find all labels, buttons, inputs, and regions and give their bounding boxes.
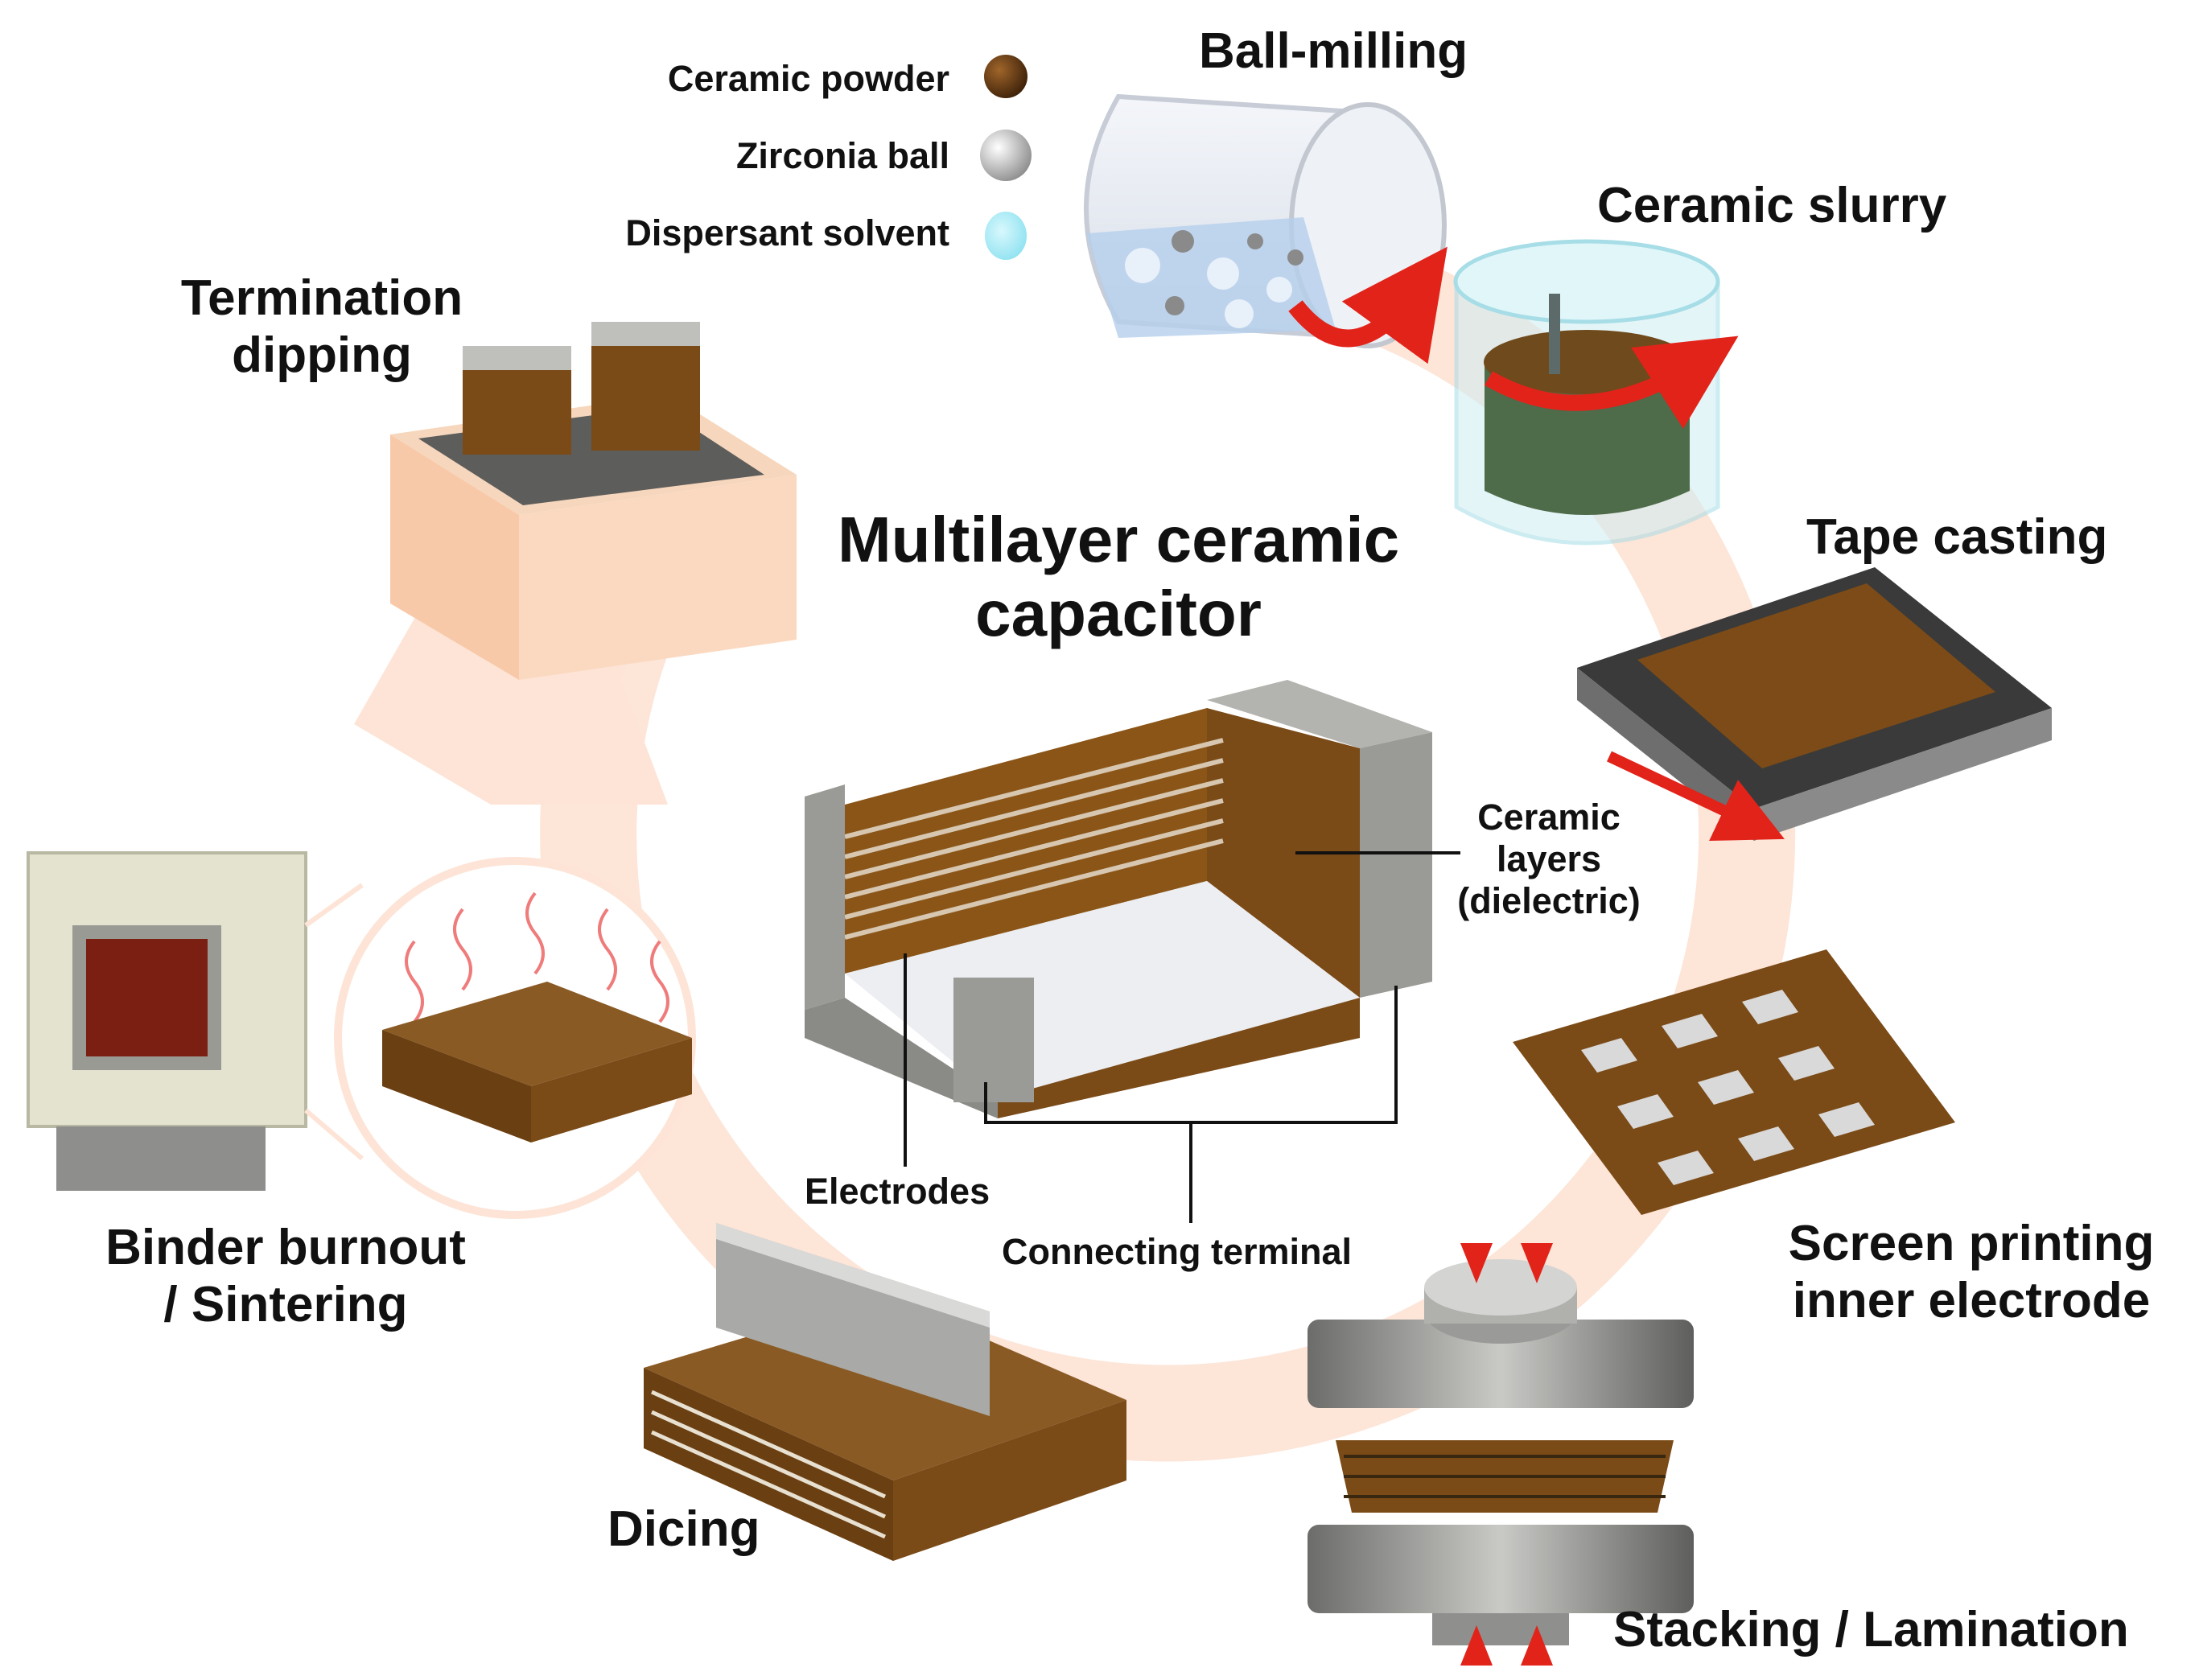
annotation-ceramic-layers: Ceramic layers (dielectric)	[1432, 797, 1666, 921]
screen-printing-line-1: Screen printing	[1788, 1216, 2155, 1271]
title-line-2: capacitor	[975, 578, 1262, 649]
termination-dipping-bath	[390, 322, 797, 680]
legend-dispersant-solvent: Dispersant solvent	[625, 212, 949, 253]
step-ball-milling: Ball-milling	[1199, 23, 1468, 79]
annotation-electrodes: Electrodes	[805, 1171, 990, 1212]
tape-casting-belt	[1577, 567, 2052, 842]
ceramic-layers-line-3: (dielectric)	[1457, 879, 1641, 921]
screen-printing-line-2: inner electrode	[1792, 1273, 2151, 1329]
ceramic-layers-line-1: Ceramic	[1477, 797, 1621, 838]
zirconia-ball-swatch	[980, 130, 1032, 181]
sintering-furnace	[27, 851, 696, 1219]
step-binder-burnout: Binder burnout / Sintering	[72, 1219, 499, 1334]
ball-milling-jar	[1084, 93, 1448, 364]
step-tape-casting: Tape casting	[1806, 509, 2108, 565]
screen-printing-sheet	[1075, 949, 1955, 1215]
ceramic-layers-line-2: layers	[1496, 838, 1602, 879]
legend-ceramic-powder: Ceramic powder	[667, 58, 949, 99]
dicing-blocks	[644, 1223, 1126, 1561]
step-ceramic-slurry: Ceramic slurry	[1597, 178, 1947, 233]
termination-line-2: dipping	[232, 327, 412, 384]
ceramic-powder-swatch	[984, 55, 1027, 98]
legend-swatches	[980, 55, 1032, 260]
annotation-leaders	[904, 851, 1460, 1223]
step-dicing: Dicing	[607, 1501, 760, 1557]
lamination-press	[1308, 1243, 1694, 1666]
step-termination-dipping: Termination dipping	[121, 270, 523, 385]
binder-line-1: Binder burnout	[105, 1220, 466, 1275]
annotation-connecting-terminal: Connecting terminal	[1002, 1231, 1353, 1272]
mlcc-cutaway	[805, 680, 1432, 1118]
page-title: Multilayer ceramic capacitor	[772, 503, 1464, 651]
step-stacking-lamination: Stacking / Lamination	[1613, 1602, 2129, 1657]
ceramic-slurry-beaker	[1453, 239, 1739, 546]
termination-line-1: Termination	[180, 270, 463, 326]
dispersant-solvent-swatch	[985, 212, 1027, 260]
binder-line-2: / Sintering	[163, 1277, 408, 1333]
title-line-1: Multilayer ceramic	[837, 504, 1400, 575]
step-screen-printing: Screen printing inner electrode	[1758, 1215, 2185, 1330]
legend-zirconia-ball: Zirconia ball	[735, 135, 949, 176]
